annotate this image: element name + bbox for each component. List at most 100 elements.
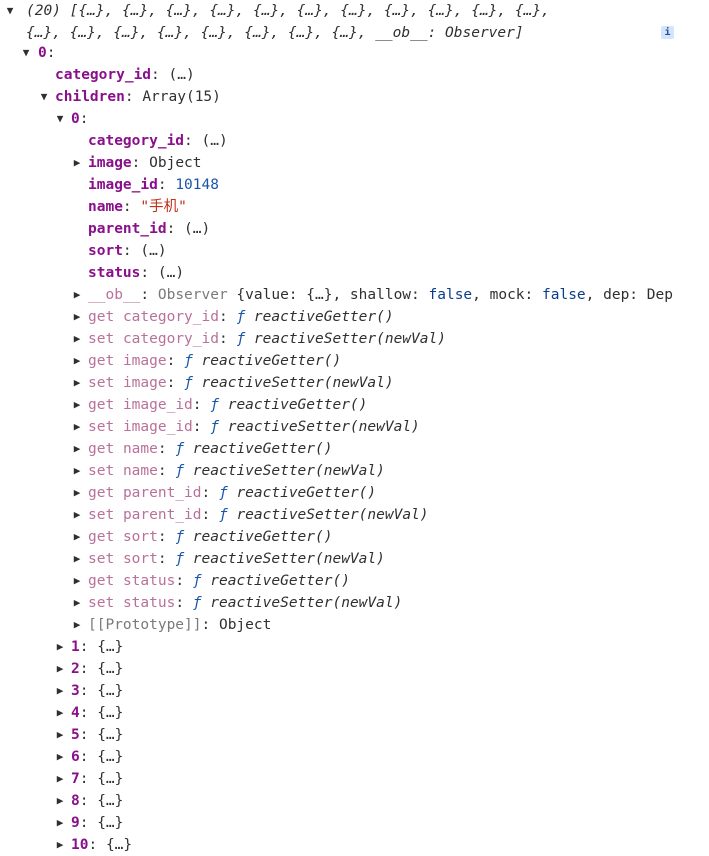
lazy-value[interactable]: (…): [201, 133, 228, 149]
child-index: 3: [71, 683, 80, 699]
collapse-triangle-icon[interactable]: ▶: [73, 486, 81, 499]
property-value: Observer: [157, 287, 228, 303]
function-icon: ƒ: [236, 331, 246, 347]
child-preview: {…}: [97, 727, 124, 743]
collapse-triangle-icon[interactable]: ▶: [73, 552, 81, 565]
property-key: image_id: [88, 177, 158, 193]
child-index: 8: [71, 793, 80, 809]
collapse-triangle-icon[interactable]: ▶: [73, 332, 81, 345]
root-summary-line2: {…}, {…}, {…}, {…}, {…}, {…}, {…}, {…}, …: [26, 25, 524, 41]
property-value: 10148: [175, 177, 219, 193]
property-key: parent_id: [88, 221, 167, 237]
collapse-triangle-icon[interactable]: ▶: [73, 442, 81, 455]
collapse-triangle-icon[interactable]: ▶: [73, 530, 81, 543]
lazy-value[interactable]: (…): [140, 243, 167, 259]
child-preview: {…}: [97, 661, 124, 677]
child-preview: {…}: [97, 705, 124, 721]
collapse-triangle-icon[interactable]: ▶: [56, 794, 64, 807]
collapse-triangle-icon[interactable]: ▶: [73, 618, 81, 631]
accessor-function: reactiveSetter(newVal): [192, 551, 385, 567]
collapse-triangle-icon[interactable]: ▶: [56, 662, 64, 675]
accessor-function: reactiveSetter(newVal): [210, 595, 403, 611]
collapse-triangle-icon[interactable]: ▶: [73, 508, 81, 521]
child-0-index: 0: [71, 111, 80, 127]
accessor-kind: get: [88, 309, 115, 325]
accessor-prop: status: [122, 573, 176, 589]
accessor-function: reactiveGetter(): [210, 573, 350, 589]
expand-triangle-icon[interactable]: ▼: [40, 90, 48, 103]
accessor-kind: set: [88, 551, 115, 567]
function-icon: ƒ: [175, 551, 185, 567]
collapse-triangle-icon[interactable]: ▶: [73, 354, 81, 367]
accessor-function: reactiveSetter(newVal): [201, 375, 394, 391]
property-key: [[Prototype]]: [88, 617, 202, 633]
function-icon: ƒ: [192, 595, 202, 611]
function-icon: ƒ: [210, 397, 219, 413]
accessor-function: reactiveSetter(newVal): [227, 419, 420, 435]
collapse-triangle-icon[interactable]: ▶: [56, 816, 64, 829]
child-index: 9: [71, 815, 80, 831]
collapse-triangle-icon[interactable]: ▶: [56, 750, 64, 763]
accessor-prop: image: [122, 375, 167, 391]
lazy-value[interactable]: (…): [184, 221, 211, 237]
child-index: 10: [71, 837, 89, 853]
expand-triangle-icon[interactable]: ▼: [56, 112, 64, 125]
collapse-triangle-icon[interactable]: ▶: [73, 310, 81, 323]
lazy-value[interactable]: (…): [157, 265, 185, 281]
accessor-prop: name: [122, 463, 158, 479]
collapse-triangle-icon[interactable]: ▶: [73, 156, 81, 169]
expand-triangle-icon[interactable]: ▼: [22, 46, 30, 59]
accessor-prop: image: [122, 353, 167, 369]
accessor-function: reactiveGetter(): [192, 441, 333, 457]
accessor-function: reactiveGetter(): [192, 529, 333, 545]
collapse-triangle-icon[interactable]: ▶: [73, 376, 81, 389]
property-key: __ob__: [88, 287, 141, 303]
property-key: status: [88, 265, 141, 281]
accessor-kind: set: [88, 595, 115, 611]
function-icon: ƒ: [184, 375, 193, 391]
accessor-function: reactiveGetter(): [253, 309, 394, 325]
property-key: children: [55, 89, 125, 105]
lazy-value[interactable]: (…): [168, 67, 195, 83]
collapse-triangle-icon[interactable]: ▶: [56, 640, 64, 653]
accessor-kind: set: [88, 507, 115, 523]
child-preview: {…}: [97, 771, 124, 787]
expand-triangle-icon[interactable]: ▼: [6, 4, 14, 17]
collapse-triangle-icon[interactable]: ▶: [73, 398, 81, 411]
child-preview: {…}: [97, 639, 124, 655]
property-value: "手机": [140, 199, 187, 215]
info-icon[interactable]: i: [661, 26, 674, 39]
accessor-kind: get: [88, 573, 115, 589]
collapse-triangle-icon[interactable]: ▶: [73, 574, 81, 587]
collapse-triangle-icon[interactable]: ▶: [56, 684, 64, 697]
property-key: sort: [88, 243, 123, 259]
property-key: name: [88, 199, 123, 215]
ob-mock-key: , mock:: [472, 287, 542, 303]
ob-shallow-value: false: [428, 287, 473, 303]
accessor-prop: status: [122, 595, 176, 611]
function-icon: ƒ: [175, 463, 185, 479]
accessor-function: reactiveGetter(): [227, 397, 368, 413]
collapse-triangle-icon[interactable]: ▶: [56, 838, 64, 851]
collapse-triangle-icon[interactable]: ▶: [56, 706, 64, 719]
ob-preview: {value: {…}, shallow:: [227, 287, 429, 303]
collapse-triangle-icon[interactable]: ▶: [73, 420, 81, 433]
collapse-triangle-icon[interactable]: ▶: [73, 288, 81, 301]
accessor-kind: get: [88, 485, 115, 501]
collapse-triangle-icon[interactable]: ▶: [73, 596, 81, 609]
child-index: 5: [71, 727, 80, 743]
function-icon: ƒ: [218, 507, 228, 523]
collapse-triangle-icon[interactable]: ▶: [56, 772, 64, 785]
accessor-prop: image_id: [122, 397, 193, 413]
accessor-prop: sort: [122, 551, 158, 567]
child-index: 6: [71, 749, 80, 765]
property-value: Object: [218, 617, 272, 633]
child-preview: {…}: [97, 815, 124, 831]
accessor-prop: parent_id: [122, 485, 202, 501]
collapse-triangle-icon[interactable]: ▶: [73, 464, 81, 477]
item-0-index: 0: [38, 45, 47, 61]
child-index: 4: [71, 705, 80, 721]
function-icon: ƒ: [192, 573, 202, 589]
accessor-kind: get: [88, 353, 115, 369]
collapse-triangle-icon[interactable]: ▶: [56, 728, 64, 741]
